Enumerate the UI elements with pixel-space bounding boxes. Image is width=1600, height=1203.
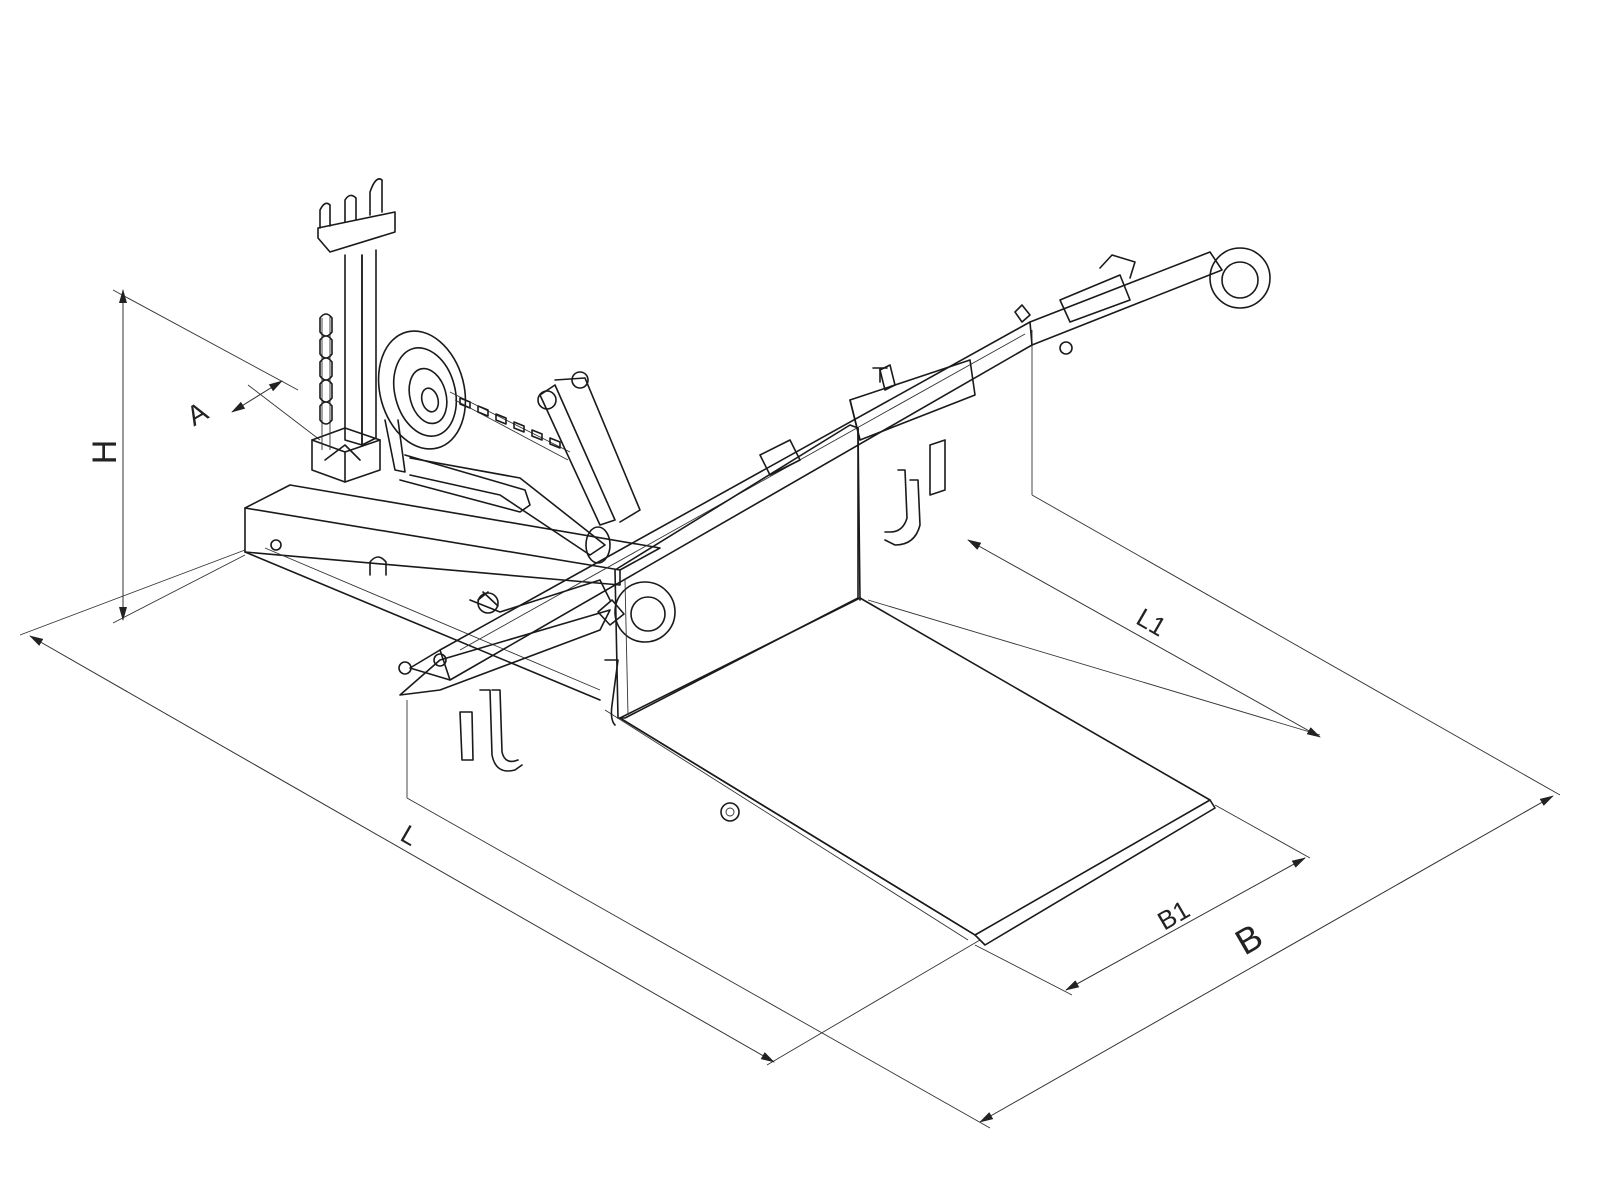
dim-line-l	[29, 635, 775, 1063]
dim-label-a: A	[181, 396, 213, 432]
machine-body	[244, 178, 1271, 946]
dim-label-b: B	[1228, 915, 1269, 963]
dim-line-l1	[967, 539, 1321, 738]
dim-label-l1: L1	[1131, 602, 1171, 642]
dim-line-a	[231, 380, 283, 413]
dim-label-l: L	[396, 819, 424, 852]
dim-label-h: H	[86, 440, 124, 465]
dim-line-b	[979, 795, 1554, 1123]
dimension-labels: H A L L1 B1 B	[86, 396, 1269, 963]
extension-lines	[19, 289, 1561, 1129]
dimension-lines	[29, 289, 1554, 1123]
dim-label-b1: B1	[1152, 894, 1195, 936]
